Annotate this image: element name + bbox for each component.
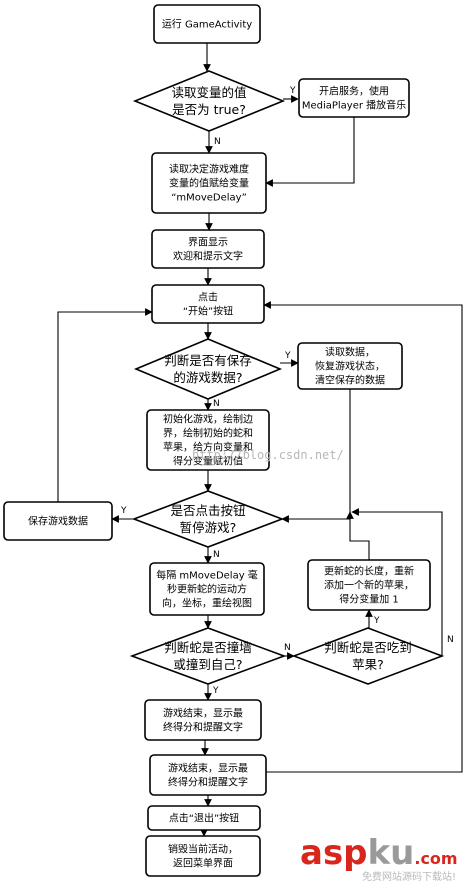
edge-label-collision-no: N bbox=[284, 643, 291, 653]
click-exit-text: 点击“退出”按钮 bbox=[169, 812, 239, 825]
check-collision-text: 判断蛇是否撞墙 bbox=[164, 640, 252, 655]
game-over-2-text: 终得分和提醒文字 bbox=[168, 776, 248, 789]
play-music-text: MediaPlayer 播放音乐 bbox=[302, 99, 406, 112]
update-snake-text: 向，坐标，重绘视图 bbox=[162, 597, 252, 610]
edge-label-collision-yes: Y bbox=[212, 686, 219, 696]
shapes bbox=[3, 4, 445, 877]
edge-grow-to-pause bbox=[346, 511, 370, 560]
click-exit-box bbox=[147, 805, 261, 831]
show-ui-text: 欢迎和提示文字 bbox=[173, 250, 243, 263]
destroy-box bbox=[145, 835, 261, 877]
click-start-text: “开始”按钮 bbox=[183, 305, 233, 318]
read-saved-text: 恢复游戏状态， bbox=[315, 360, 385, 373]
edge-label-sound-yes: Y bbox=[289, 86, 296, 96]
watermark-logo-com: .com bbox=[414, 849, 457, 868]
check-sound-text: 是否为 true? bbox=[172, 102, 246, 117]
check-pause-text: 暂停游戏? bbox=[180, 520, 237, 535]
check-collision-diamond bbox=[129, 627, 287, 685]
show-ui-box bbox=[151, 229, 265, 269]
init-game-text: 初始化游戏，绘制边 bbox=[163, 413, 253, 426]
init-game-box bbox=[146, 409, 270, 471]
check-sound-text: 读取变量的值 bbox=[171, 85, 246, 100]
read-difficulty-text: 读取决定游戏难度 bbox=[169, 163, 249, 176]
save-game-text: 保存游戏数据 bbox=[28, 515, 88, 528]
edge-label-apple-no: N bbox=[447, 635, 454, 645]
grow-snake-text: 得分变量加 1 bbox=[339, 593, 399, 606]
edge-apple-no-to-pause bbox=[351, 508, 443, 656]
edges bbox=[57, 43, 463, 837]
read-saved-box bbox=[297, 342, 403, 390]
game-over-1-box bbox=[144, 699, 262, 741]
read-difficulty-box bbox=[151, 152, 267, 214]
update-snake-text: 秒更新蛇的运动方 bbox=[167, 583, 247, 596]
edge-label-saved-yes: Y bbox=[284, 351, 291, 361]
click-start-text: 点击 bbox=[198, 292, 218, 304]
start-box bbox=[153, 4, 261, 44]
game-over-2-text: 游戏结束，显示最 bbox=[168, 762, 248, 775]
update-snake-box bbox=[149, 562, 265, 616]
grow-snake-box bbox=[307, 559, 431, 611]
init-game-text: 得分变量赋初值 bbox=[173, 455, 243, 468]
show-ui-text: 界面显示 bbox=[188, 237, 228, 249]
watermark: http://blog.csdn.net/ aspku.com 免费网站源码下载… bbox=[192, 448, 458, 883]
destroy-text: 销毁当前活动， bbox=[168, 843, 238, 856]
init-game-text: 界，绘制初始的蛇和 bbox=[163, 427, 253, 440]
read-saved-text: 清空保存的数据 bbox=[315, 374, 385, 387]
edge-label-saved-no: N bbox=[213, 399, 220, 409]
game-over-2-box bbox=[149, 754, 267, 796]
edge-label-apple-yes: Y bbox=[373, 616, 380, 626]
watermark-logo-asp: asp bbox=[300, 833, 368, 873]
save-game-box bbox=[3, 501, 113, 541]
edge-over2-to-start-button bbox=[263, 301, 463, 773]
check-apple-text: 判断蛇是否吃到 bbox=[324, 640, 412, 655]
game-over-1-text: 终得分和提醒文字 bbox=[163, 721, 243, 734]
check-saved-text: 的游戏数据? bbox=[173, 370, 242, 385]
check-saved-text: 判断是否有保存 bbox=[164, 353, 252, 368]
check-collision-text: 或撞到自己? bbox=[173, 657, 242, 672]
play-music-text: 开启服务，使用 bbox=[319, 85, 389, 98]
grow-snake-text: 添加一个新的苹果， bbox=[324, 579, 414, 592]
check-apple-text: 苹果? bbox=[352, 657, 384, 672]
watermark-logo: aspku.com bbox=[300, 833, 458, 873]
read-difficulty-text: 变量的值赋给变量 bbox=[169, 177, 249, 190]
check-pause-diamond bbox=[131, 490, 285, 548]
check-saved-diamond bbox=[133, 338, 283, 400]
check-apple-diamond bbox=[291, 627, 445, 685]
update-snake-text: 每隔 mMoveDelay 毫 bbox=[156, 569, 258, 582]
game-over-1-text: 游戏结束，显示最 bbox=[163, 707, 243, 720]
read-saved-text: 读取数据， bbox=[325, 346, 375, 359]
edge-label-pause-no: N bbox=[213, 550, 220, 560]
watermark-logo-ku: ku bbox=[368, 833, 415, 873]
watermark-url: http://blog.csdn.net/ bbox=[192, 448, 344, 462]
click-start-box bbox=[151, 284, 265, 324]
grow-snake-text: 更新蛇的长度，重新 bbox=[324, 565, 414, 578]
edge-label-sound-no: N bbox=[214, 137, 221, 147]
watermark-subtitle: 免费网站源码下载站! bbox=[362, 870, 456, 883]
edge-music-to-difficulty bbox=[265, 117, 355, 187]
play-music-box bbox=[298, 78, 410, 118]
edge-save-to-start-button bbox=[57, 308, 153, 502]
read-difficulty-text: “mMoveDelay” bbox=[171, 193, 247, 204]
init-game-text: 苹果，给方向变量和 bbox=[163, 441, 253, 454]
destroy-text: 返回菜单界面 bbox=[173, 858, 233, 870]
start-text: 运行 GameActivity bbox=[162, 18, 252, 31]
check-sound-diamond bbox=[132, 70, 286, 132]
check-pause-text: 是否点击按钮 bbox=[170, 503, 245, 518]
edge-label-pause-yes: Y bbox=[120, 506, 127, 516]
